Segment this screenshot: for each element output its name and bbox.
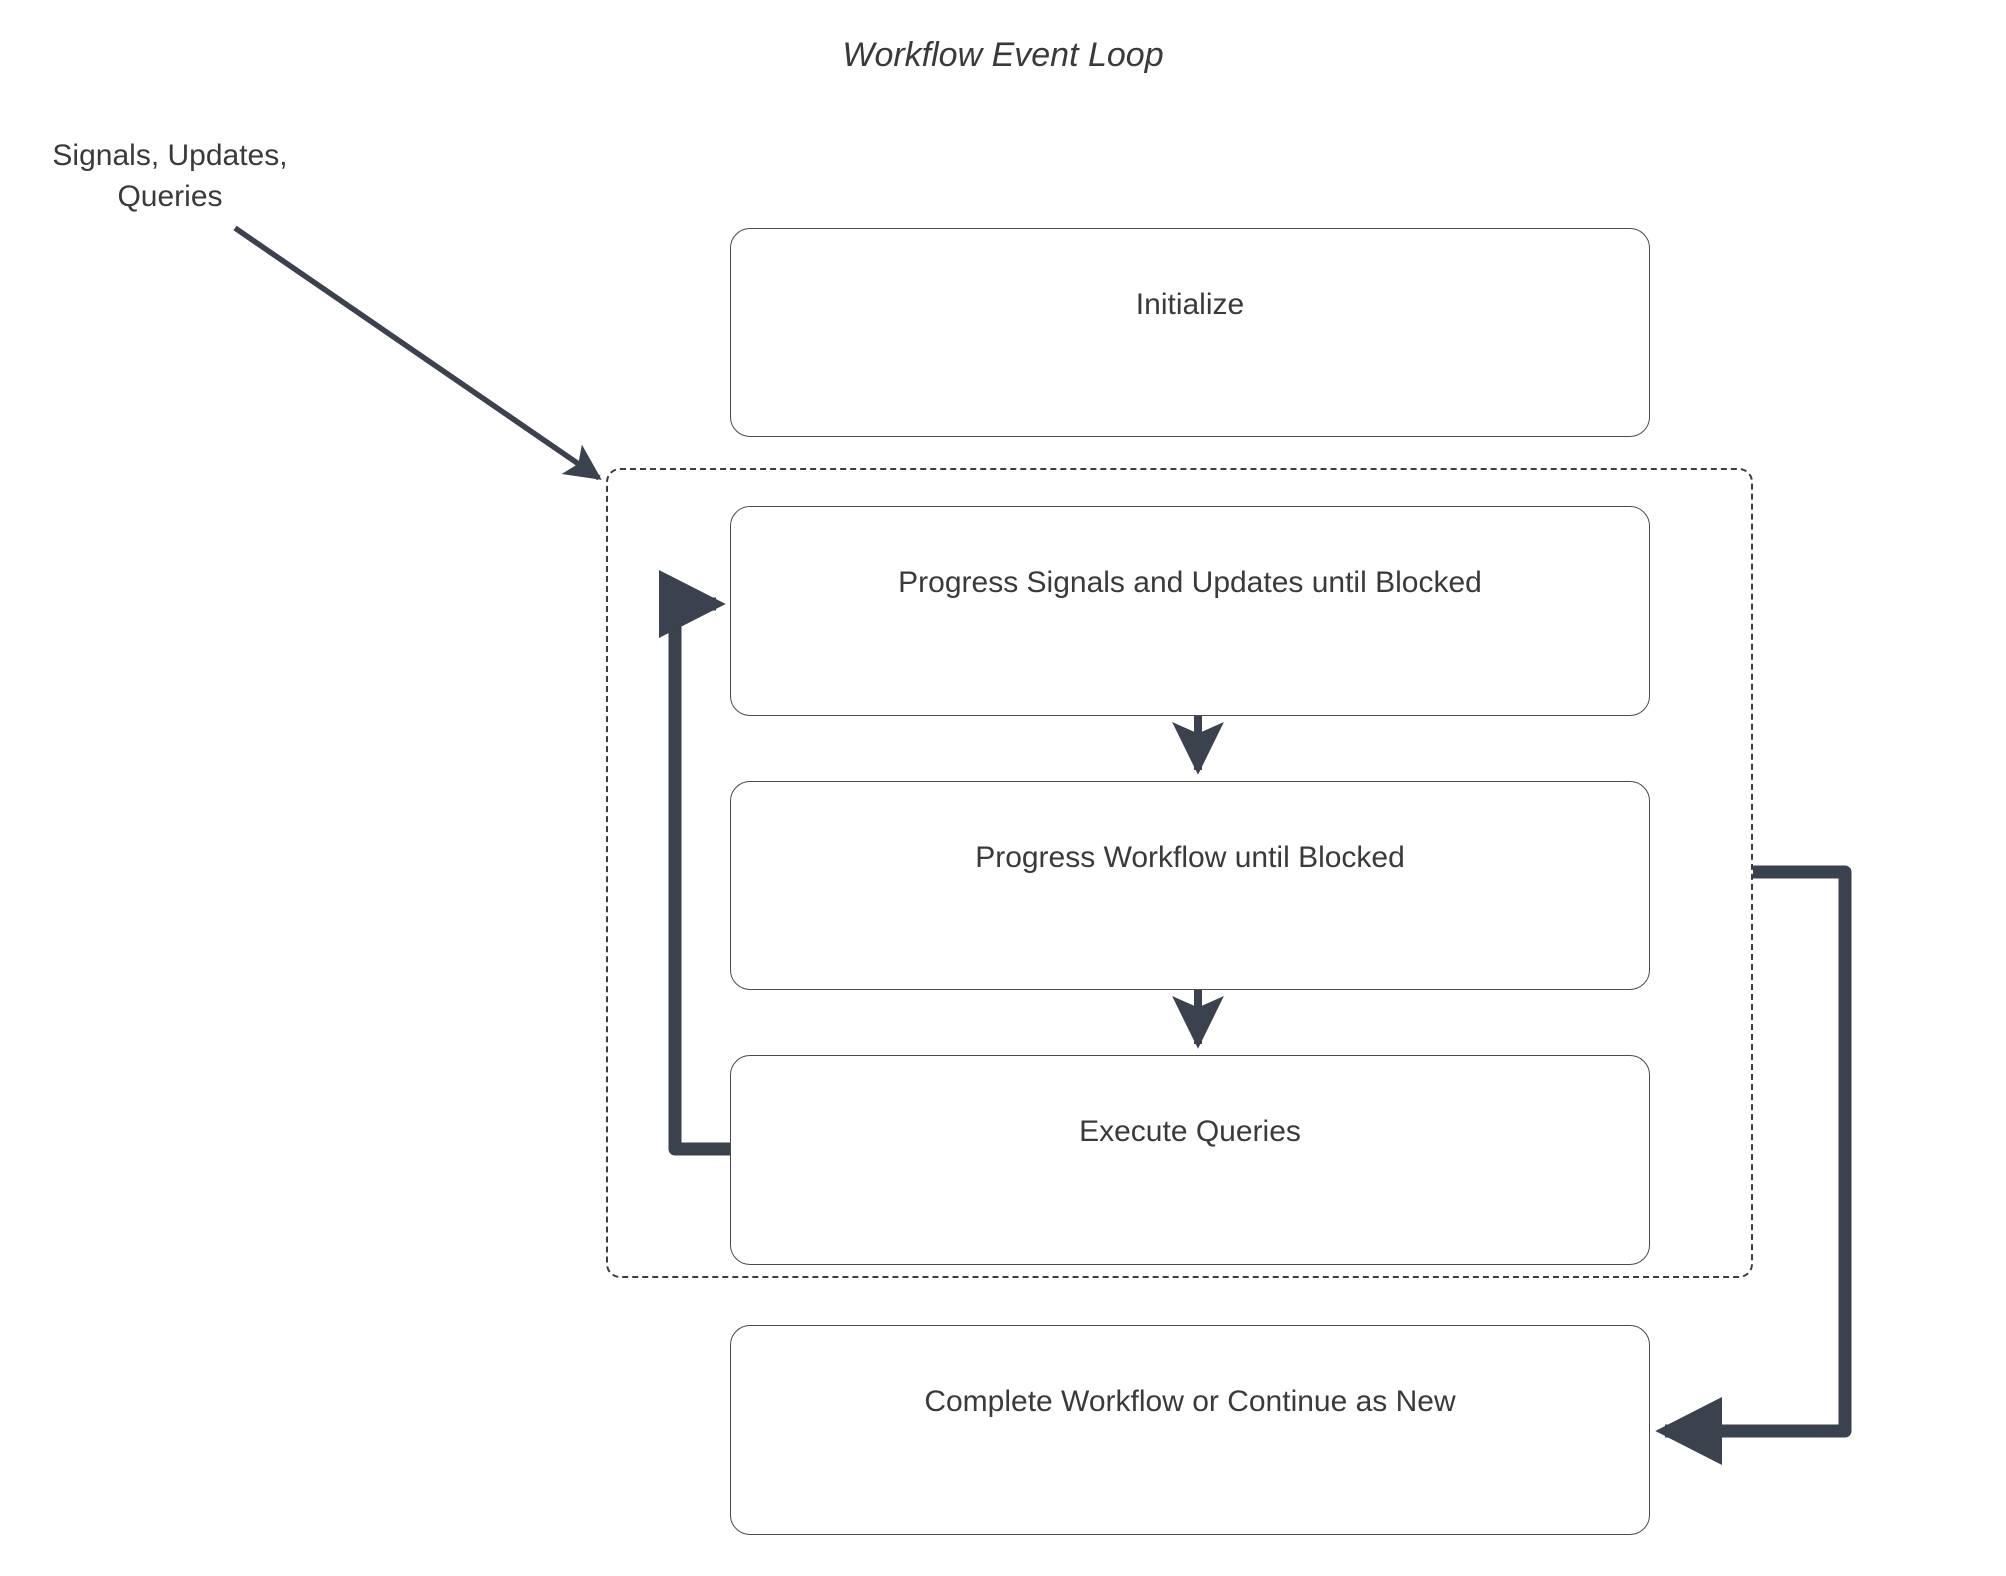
page-title: Workflow Event Loop [842, 36, 1164, 74]
node-complete-workflow-label: Complete Workflow or Continue as New [924, 1385, 1456, 1419]
node-initialize[interactable]: Initialize [730, 228, 1650, 437]
node-progress-workflow-label: Progress Workflow until Blocked [975, 840, 1405, 874]
node-progress-signals[interactable]: Progress Signals and Updates until Block… [730, 506, 1650, 716]
external-input-label-line1: Signals, Updates, [52, 139, 288, 172]
edge-external-input [233, 225, 602, 481]
node-complete-workflow[interactable]: Complete Workflow or Continue as New [730, 1325, 1650, 1535]
node-execute-queries[interactable]: Execute Queries [730, 1055, 1650, 1265]
external-input-label: Signals, Updates, Queries [18, 136, 322, 217]
node-execute-queries-label: Execute Queries [1079, 1115, 1301, 1149]
external-input-label-line2: Queries [117, 179, 223, 213]
node-progress-signals-label: Progress Signals and Updates until Block… [898, 566, 1482, 600]
node-initialize-label: Initialize [1135, 287, 1245, 321]
node-progress-workflow[interactable]: Progress Workflow until Blocked [730, 781, 1650, 990]
